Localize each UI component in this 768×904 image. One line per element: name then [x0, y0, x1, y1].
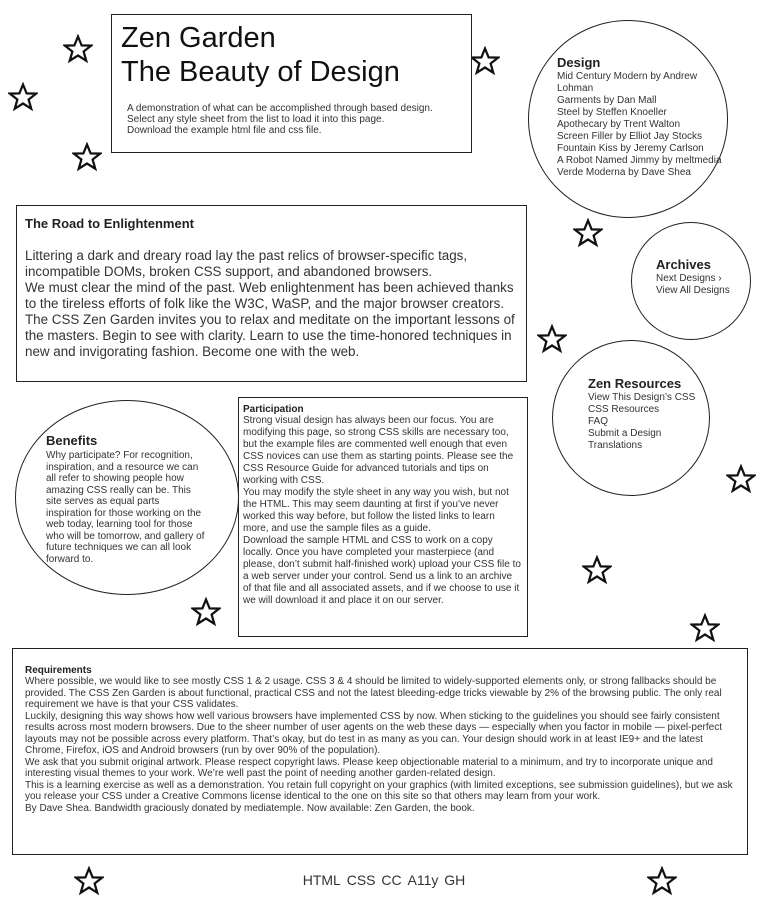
design-link[interactable]: A Robot Named Jimmy by meltmedia [557, 155, 722, 166]
submit-design-link[interactable]: Submit a Design [588, 428, 662, 439]
star-icon [690, 613, 720, 643]
view-all-designs-link[interactable]: View All Designs [656, 285, 730, 296]
design-link[interactable]: Steel by Steffen Knoeller [557, 107, 667, 118]
design-links: Mid Century Modern by Andrew Lohman Garm… [557, 71, 722, 179]
translations-link[interactable]: Translations [588, 440, 643, 451]
header-description: A demonstration of what can be accomplis… [127, 103, 462, 136]
archives-section: Archives Next Designs › View All Designs [631, 222, 751, 340]
star-icon [191, 597, 221, 627]
next-designs-link[interactable]: Next Designs › [656, 273, 722, 284]
requirements-title: Requirements [25, 665, 92, 676]
footer-link-html[interactable]: HTML [302, 872, 341, 888]
participation-section: Participation Strong visual design has a… [238, 397, 528, 637]
star-icon [537, 324, 567, 354]
requirements-section: Requirements Where possible, we would li… [12, 648, 748, 855]
benefits-text: Why participate? For recognition, inspir… [46, 450, 205, 565]
page-header: Zen Garden The Beauty of Design A demons… [111, 14, 472, 153]
design-link[interactable]: Screen Filler by Elliot Jay Stocks [557, 131, 703, 142]
participation-title: Participation [243, 404, 304, 415]
design-link[interactable]: Mid Century Modern by Andrew Lohman [557, 71, 698, 94]
resources-section: Zen Resources View This Design’s CSS CSS… [552, 340, 710, 496]
page-subtitle: The Beauty of Design [121, 56, 400, 88]
requirements-paragraph: We ask that you submit original artwork.… [25, 756, 713, 780]
page-footer: HTML CSS CC A11y GH [0, 872, 768, 888]
road-paragraph: Littering a dark and dreary road lay the… [25, 248, 468, 279]
archives-links: Next Designs › View All Designs [656, 273, 750, 297]
view-css-link[interactable]: View This Design’s CSS [588, 392, 696, 403]
star-icon [470, 46, 500, 76]
participation-paragraph: You may modify the style sheet in any wa… [243, 487, 509, 534]
header-desc-line: Download the example html file and css f… [127, 125, 322, 136]
benefits-title: Benefits [46, 433, 98, 448]
design-link[interactable]: Verde Moderna by Dave Shea [557, 167, 691, 178]
page-title: Zen Garden [121, 22, 276, 54]
star-icon [582, 555, 612, 585]
participation-paragraph: Download the sample HTML and CSS to work… [243, 535, 521, 606]
design-link[interactable]: Apothecary by Trent Walton [557, 119, 681, 130]
participation-paragraph: Strong visual design has always been our… [243, 415, 514, 486]
footer-link-cc[interactable]: CC [381, 872, 402, 888]
footer-link-gh[interactable]: GH [444, 872, 466, 888]
resources-links: View This Design’s CSS CSS Resources FAQ… [588, 392, 709, 452]
footer-link-css[interactable]: CSS [346, 872, 376, 888]
design-list-title: Design [557, 55, 601, 70]
road-section: The Road to Enlightenment Littering a da… [16, 205, 527, 382]
footer-link-a11y[interactable]: A11y [407, 872, 439, 888]
archives-title: Archives [656, 257, 711, 272]
requirements-paragraph: Where possible, we would like to see mos… [25, 676, 722, 710]
star-icon [74, 866, 104, 896]
design-list: Design Mid Century Modern by Andrew Lohm… [528, 20, 728, 218]
star-icon [72, 142, 102, 172]
header-desc-line: A demonstration of what can be accomplis… [127, 103, 433, 114]
star-icon [647, 866, 677, 896]
star-icon [726, 464, 756, 494]
road-title: The Road to Enlightenment [25, 216, 194, 231]
star-icon [63, 34, 93, 64]
road-paragraph: We must clear the mind of the past. Web … [25, 280, 514, 311]
header-desc-line: Select any style sheet from the list to … [127, 114, 385, 125]
requirements-paragraph: By Dave Shea. Bandwidth graciously donat… [25, 802, 475, 814]
resources-title: Zen Resources [588, 376, 682, 391]
road-paragraph: The CSS Zen Garden invites you to relax … [25, 312, 515, 359]
css-resources-link[interactable]: CSS Resources [588, 404, 660, 415]
design-link[interactable]: Fountain Kiss by Jeremy Carlson [557, 143, 704, 154]
design-link[interactable]: Garments by Dan Mall [557, 95, 657, 106]
faq-link[interactable]: FAQ [588, 416, 609, 427]
star-icon [8, 82, 38, 112]
star-icon [573, 218, 603, 248]
requirements-paragraph: Luckily, designing this way shows how we… [25, 710, 723, 757]
benefits-section: Benefits Why participate? For recognitio… [15, 400, 239, 595]
requirements-paragraph: This is a learning exercise as well as a… [25, 779, 733, 803]
